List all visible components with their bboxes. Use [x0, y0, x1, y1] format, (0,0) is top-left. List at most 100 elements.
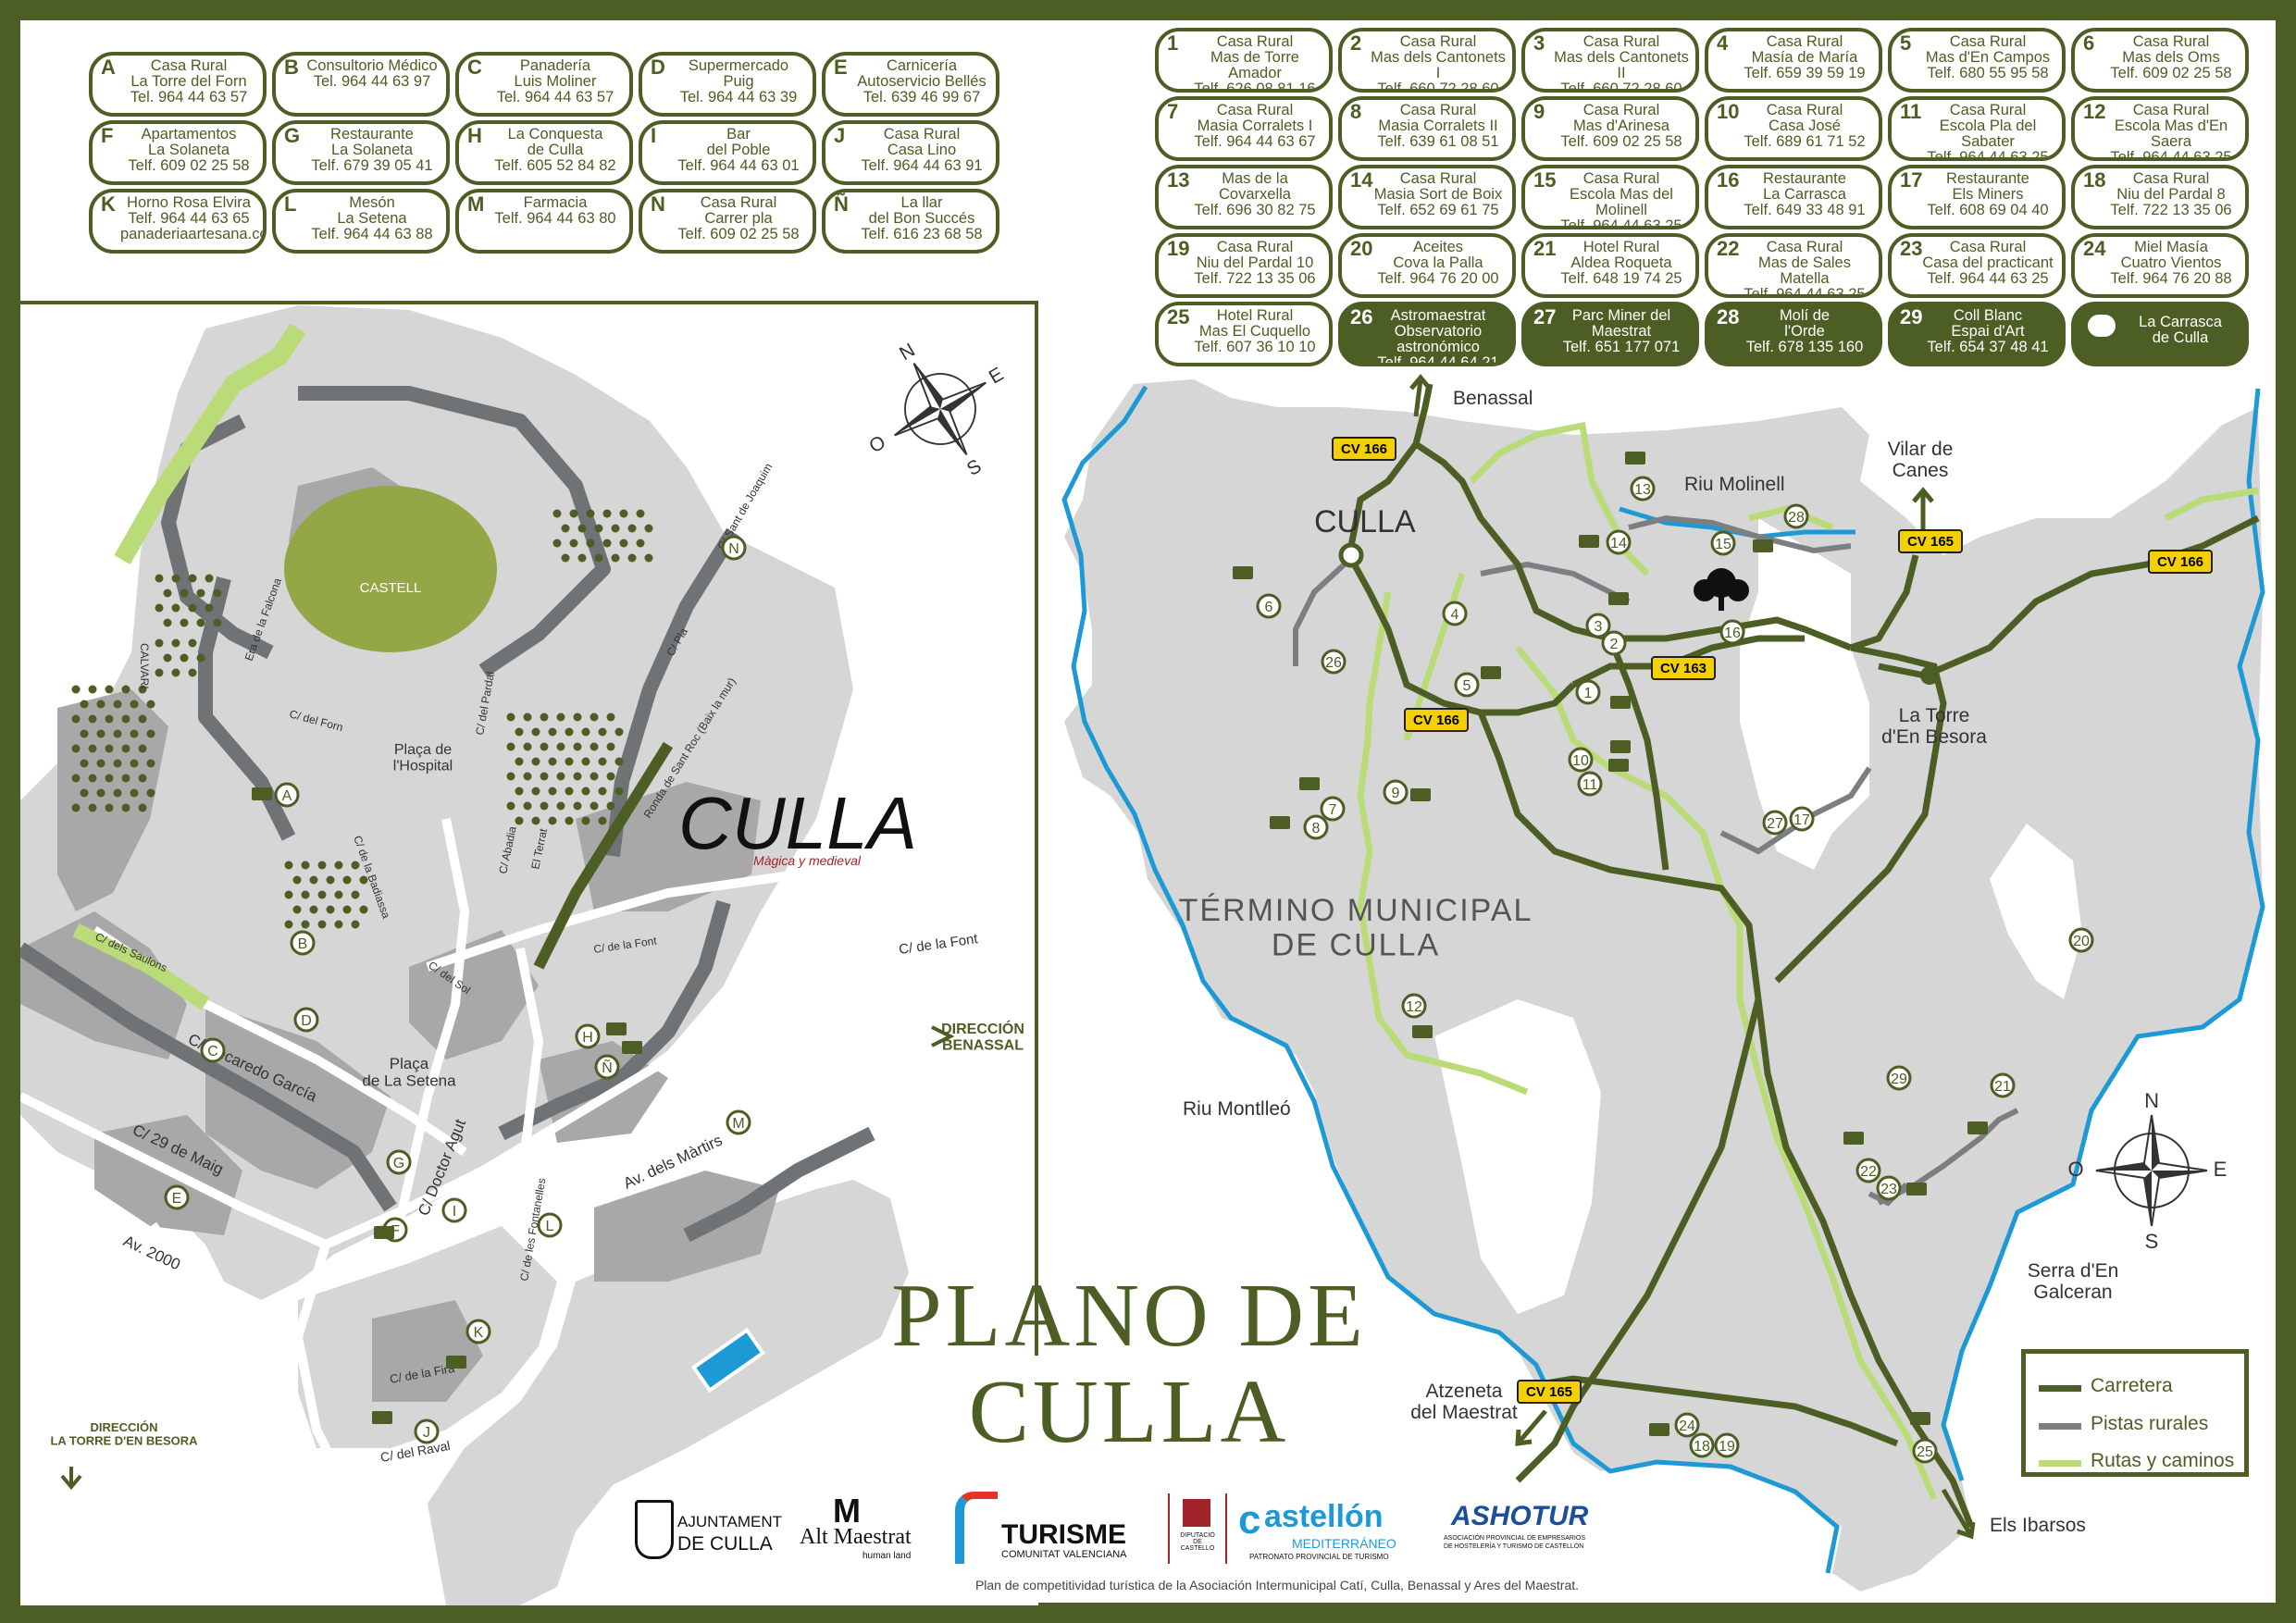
muni-dir-phone: Telf. 660 72 28 60	[1560, 81, 1682, 93]
muni-dir-text: Casa Rural Casa del practicant Telf. 964…	[1892, 237, 2062, 287]
olive-tree-dot	[506, 772, 515, 781]
muni-dir-text: Coll Blanc Espai d'Art Telf. 654 37 48 4…	[1892, 305, 2062, 355]
olive-tree-dot	[309, 875, 318, 885]
town-dir-name: Casa Rural Casa Lino	[883, 126, 961, 158]
muni-dir-text: Casa Rural Masia Corralets II Telf. 639 …	[1342, 100, 1512, 150]
town-dir-phone: Tel. 964 44 63 57	[130, 89, 248, 105]
town-dir-key: F	[101, 124, 114, 147]
muni-dir-key: 11	[1900, 100, 1922, 123]
town-marker-D-label: D	[301, 1013, 312, 1029]
olive-tree-dot	[301, 890, 310, 899]
muni-dir-key: 19	[1167, 237, 1190, 260]
muni-dir-phone: Telf. 649 33 48 91	[1744, 202, 1866, 218]
muni-dir-key: 26	[1350, 305, 1373, 328]
muni-dir-key: 14	[1350, 168, 1373, 192]
olive-tree-dot	[188, 603, 197, 613]
olive-tree-dot	[540, 772, 549, 781]
olive-tree-dot	[523, 742, 532, 751]
muni-dir-key: 10	[1717, 100, 1740, 123]
muni-dir-name: Casa Rural Masia Sort de Boix	[1373, 170, 1503, 203]
muni-dir-key: 8	[1350, 100, 1362, 123]
muni-dir-name: Casa Rural Mas d'En Campos	[1925, 33, 2051, 66]
turisme-logo: TURISME COMUNITAT VALENCIANA	[955, 1488, 1140, 1566]
town-dir-text: Casa Rural La Torre del Forn Tel. 964 44…	[93, 56, 263, 105]
olive-tree-dot	[334, 890, 343, 899]
town-dir-name: La llar del Bon Succés	[868, 194, 975, 227]
muni-dir-phone: Telf. 680 55 95 58	[1927, 65, 2049, 81]
olive-tree-dot	[594, 524, 603, 533]
olive-tree-dot	[556, 742, 565, 751]
olive-tree-dot	[155, 603, 164, 613]
olive-tree-dot	[523, 801, 532, 811]
olive-tree-dot	[71, 714, 81, 724]
muni-dir-phone: Telf. 722 13 35 06	[2110, 202, 2232, 218]
muni-dir-text: Mas de la Covarxella Telf. 696 30 82 75	[1159, 168, 1329, 218]
olive-tree-dot	[113, 788, 122, 798]
olive-tree-dot	[598, 787, 607, 796]
town-dir-key: N	[651, 192, 665, 216]
olive-tree-dot	[565, 727, 574, 737]
muni-dir-text: Casa Rural Mas de Sales Matella Telf. 96…	[1708, 237, 1879, 298]
muni-dir-text: Hotel Rural Mas El Cuquello Telf. 607 36…	[1159, 305, 1329, 355]
olive-tree-dot	[155, 574, 164, 583]
muni-dir-text: Casa Rural Mas dels Oms Telf. 609 02 25 …	[2075, 31, 2245, 81]
town-dir-key: M	[467, 192, 485, 216]
olive-tree-dot	[602, 539, 612, 548]
muni-dir-name: Casa Rural Escola Pla del Sabater	[1939, 102, 2037, 150]
olive-tree-dot	[644, 553, 653, 563]
muni-dir-phone: Telf. 964 44 63 25	[1560, 217, 1682, 229]
olive-tree-dot	[581, 816, 590, 825]
olive-grove-dots	[71, 509, 653, 929]
town-dir-text: Farmacia Telf. 964 44 63 80	[459, 192, 629, 227]
town-marker-B-circle	[290, 930, 316, 956]
muni-dir-phone: Telf. 964 44 63 25	[1744, 286, 1866, 298]
svg-text:CALVARI: CALVARI	[138, 643, 151, 689]
olive-tree-dot	[573, 712, 582, 722]
town-dir-text: Bar del Poble Telf. 964 44 63 01	[642, 124, 813, 174]
muni-dir-text: La Carrasca de Culla	[2075, 305, 2245, 346]
olive-tree-dot	[188, 638, 197, 648]
olive-tree-dot	[556, 712, 565, 722]
town-dir-text: Casa Rural Casa Lino Telf. 964 44 63 91	[825, 124, 996, 174]
muni-dir-phone: Telf. 659 39 59 19	[1744, 65, 1866, 81]
muni-dir-key: 17	[1900, 168, 1923, 192]
olive-tree-dot	[105, 774, 114, 783]
muni-dir-name: Aceites Cova la Palla	[1393, 239, 1483, 271]
town-dir-phone: Telf. 616 23 68 58	[861, 226, 983, 242]
olive-tree-dot	[71, 774, 81, 783]
muni-dir-key: 1	[1167, 31, 1179, 55]
culla-logo: CULLA	[678, 782, 917, 864]
town-dir-text: La Conquesta de Culla Telf. 605 52 84 82	[459, 124, 629, 174]
olive-tree-dot	[213, 588, 222, 598]
culla-logo-sub: Màgica y medieval	[753, 853, 862, 868]
olive-tree-dot	[556, 801, 565, 811]
olive-tree-dot	[205, 603, 214, 613]
muni-dir-phone: Telf. 609 02 25 58	[1560, 133, 1682, 150]
ashotur-logo: ASHOTUR ASOCIACIÓN PROVINCIAL DE EMPRESA…	[1444, 1501, 1589, 1550]
olive-tree-dot	[88, 744, 97, 753]
muni-dir-key: 5	[1900, 31, 1912, 55]
olive-tree-dot	[121, 774, 130, 783]
town-marker-H-label: H	[582, 1030, 593, 1046]
town-dir-phone: Telf. 964 44 63 01	[677, 157, 800, 174]
olive-tree-dot	[342, 905, 352, 914]
muni-dir-text: Casa Rural Masia Corralets I Telf. 964 4…	[1159, 100, 1329, 150]
olive-tree-dot	[334, 920, 343, 929]
olive-tree-dot	[138, 685, 147, 694]
olive-tree-dot	[552, 509, 562, 518]
muni-dir-text: Casa Rural Mas d'En Campos Telf. 680 55 …	[1892, 31, 2062, 81]
muni-dir-key: 29	[1900, 305, 1923, 328]
olive-tree-dot	[540, 801, 549, 811]
compass-star	[894, 363, 987, 455]
